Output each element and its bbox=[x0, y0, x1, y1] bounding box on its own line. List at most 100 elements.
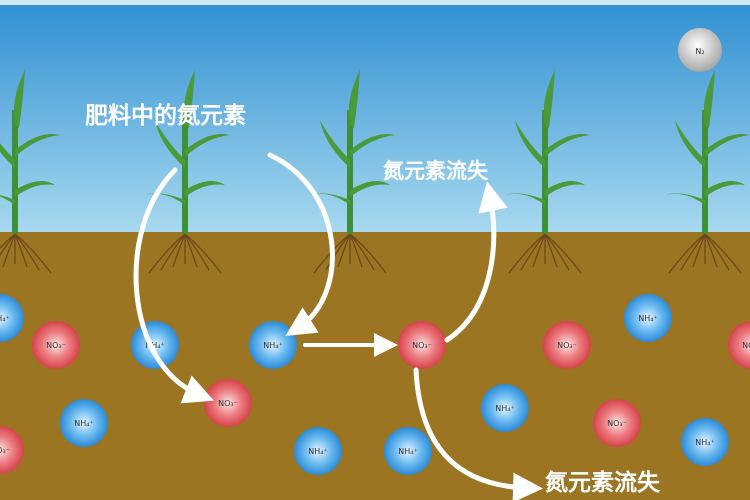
nitrate-ion-ball bbox=[728, 321, 750, 369]
root bbox=[692, 233, 706, 268]
leaf bbox=[505, 193, 545, 205]
leaf bbox=[155, 120, 185, 168]
root bbox=[14, 233, 28, 268]
label-fertilizer-nitrogen: 肥料中的氮元素 bbox=[85, 102, 246, 129]
root bbox=[337, 233, 351, 268]
ammonium-ion: NH₄⁺ bbox=[624, 294, 672, 342]
ammonium-ion: NH₄⁺ bbox=[384, 427, 432, 475]
n2-label: N₂ bbox=[695, 47, 704, 56]
leaf bbox=[665, 193, 705, 205]
ammonium-ion-ball bbox=[60, 399, 108, 447]
root bbox=[704, 233, 742, 274]
nitrate-ion: NO₃⁻ bbox=[204, 379, 252, 427]
ammonium-ion-ball bbox=[249, 321, 297, 369]
ammonium-ion: NH₄⁺ bbox=[131, 321, 179, 369]
leaf bbox=[15, 181, 55, 197]
ions: NH₄⁺ NH₄⁺ NH₄⁺ NH₄⁺ NH₄⁺ NH₄⁺ NH₄⁺ NH₄⁺ NH₄⁺ NO₃⁻… bbox=[0, 294, 750, 475]
root bbox=[2, 233, 16, 268]
root bbox=[184, 233, 198, 268]
ammonium-ion: NH₄⁺ bbox=[0, 294, 24, 342]
ammonium-ion: NH₄⁺ bbox=[60, 399, 108, 447]
leaf bbox=[705, 181, 745, 197]
leaf bbox=[350, 134, 395, 157]
corn-plant bbox=[145, 70, 230, 274]
leaf bbox=[183, 70, 195, 128]
ammonium-ion: NH₄⁺ bbox=[294, 427, 342, 475]
root bbox=[508, 233, 546, 274]
root bbox=[668, 233, 706, 274]
root bbox=[0, 233, 16, 250]
ammonium-ion-label: NH₄⁺ bbox=[638, 314, 657, 323]
root bbox=[184, 233, 210, 271]
sky bbox=[0, 0, 750, 234]
leaf bbox=[320, 120, 350, 168]
label-nitrogen-loss-air: 氮元素流失 bbox=[383, 159, 489, 183]
corn-plant bbox=[310, 70, 395, 274]
root bbox=[184, 233, 222, 274]
label-nitrogen-loss-leach: 氮元素流失 bbox=[545, 469, 661, 496]
root bbox=[520, 233, 546, 271]
plants bbox=[0, 70, 750, 274]
ammonium-ion-label: NH₄⁺ bbox=[398, 447, 417, 456]
nitrate-ion-ball bbox=[543, 321, 591, 369]
ammonium-ion-label: NH₄⁺ bbox=[695, 438, 714, 447]
leaf bbox=[703, 70, 715, 128]
nitrate-ion-label: NO₃⁻ bbox=[557, 341, 577, 350]
root bbox=[349, 233, 387, 274]
leaf bbox=[545, 181, 585, 197]
nitrate-ion: NO₃⁻ bbox=[0, 426, 24, 474]
top-strip bbox=[0, 0, 750, 5]
leaf bbox=[543, 70, 555, 128]
nitrate-ion: NO₃⁻ bbox=[32, 321, 80, 369]
nitrate-ion: NO₃⁻ bbox=[398, 321, 446, 369]
ammonium-ion-label: NH₄⁺ bbox=[0, 314, 10, 323]
root bbox=[349, 233, 363, 268]
nitrate-ion-ball bbox=[204, 379, 252, 427]
leaf bbox=[545, 134, 590, 157]
corn-plant bbox=[505, 70, 590, 274]
nitrate-ion-ball bbox=[32, 321, 80, 369]
leaf bbox=[13, 70, 25, 128]
leaf bbox=[0, 143, 15, 168]
nitrate-ion: NO₃⁻ bbox=[728, 321, 750, 369]
nitrate-ion-ball bbox=[398, 321, 446, 369]
ammonium-ion: NH₄⁺ bbox=[481, 384, 529, 432]
ammonium-ion-label: NH₄⁺ bbox=[74, 419, 93, 428]
leaf bbox=[348, 70, 360, 128]
ammonium-ion-ball bbox=[0, 294, 24, 342]
ammonium-ion-ball bbox=[481, 384, 529, 432]
ammonium-ion: NH₄⁺ bbox=[681, 418, 729, 466]
leaf bbox=[350, 181, 390, 197]
nitrate-ion-ball bbox=[0, 426, 24, 474]
ammonium-ion-label: NH₄⁺ bbox=[495, 404, 514, 413]
arrows bbox=[133, 152, 543, 500]
ammonium-ion-label: NH₄⁺ bbox=[145, 341, 164, 350]
leaf bbox=[0, 195, 15, 205]
nitrate-ion-label: NO₃⁻ bbox=[412, 341, 432, 350]
nitrate-ion-label: NO₃⁻ bbox=[46, 341, 66, 350]
nitrate-ion-label: NO₃⁻ bbox=[742, 341, 750, 350]
root bbox=[14, 233, 52, 274]
nitrate-ion-label: NO₃⁻ bbox=[0, 446, 10, 455]
root bbox=[680, 233, 706, 271]
nitrate-ion: NO₃⁻ bbox=[593, 399, 641, 447]
root bbox=[704, 233, 718, 268]
root bbox=[544, 233, 558, 268]
ammonium-ion-label: NH₄⁺ bbox=[263, 341, 282, 350]
soil bbox=[0, 232, 750, 500]
root bbox=[349, 233, 375, 271]
leaf bbox=[310, 193, 350, 205]
arrow-fertilizer-to-ammonium bbox=[267, 152, 335, 337]
ammonium-ion-ball bbox=[624, 294, 672, 342]
arrow-nitrate-loss-leach bbox=[413, 367, 543, 500]
leaf bbox=[675, 120, 705, 168]
nitrate-ion-label: NO₃⁻ bbox=[607, 419, 627, 428]
root bbox=[544, 233, 570, 271]
root bbox=[0, 233, 16, 257]
ammonium-ion: NH₄⁺ bbox=[249, 321, 297, 369]
root bbox=[148, 233, 186, 274]
ammonium-ion-ball bbox=[681, 418, 729, 466]
arrow-nitrate-loss-air bbox=[444, 181, 508, 343]
root bbox=[532, 233, 546, 268]
n2-molecule: N₂ bbox=[678, 28, 722, 72]
